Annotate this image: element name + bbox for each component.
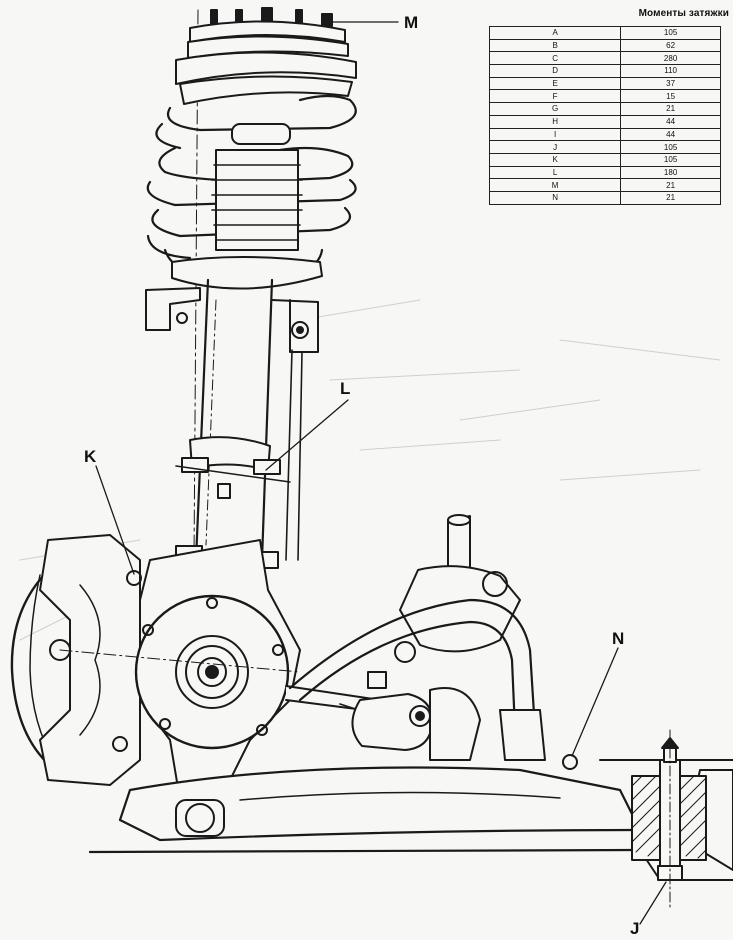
torque-value-cell: 62: [620, 38, 721, 53]
torque-value-cell: 180: [620, 165, 721, 180]
callout-j: J: [630, 919, 640, 938]
torque-letter-cell: L: [488, 165, 622, 180]
torque-letter-cell: F: [488, 89, 622, 104]
torque-value-cell: 21: [620, 102, 721, 116]
torque-value-cell: 21: [620, 178, 721, 192]
stabilizer-link: [285, 349, 303, 561]
torque-value-cell: 44: [620, 127, 721, 142]
torque-value-cell: 280: [620, 51, 721, 66]
stabilizer-bar: [288, 598, 546, 761]
mount-bolt-section: [631, 729, 707, 911]
leader-lines: [95, 21, 667, 925]
torque-letter-cell: C: [488, 51, 622, 66]
tie-rod-end: [351, 671, 434, 751]
callout-l: L: [340, 379, 351, 398]
torque-letter-cell: H: [488, 114, 622, 129]
torque-letter-cell: E: [488, 76, 622, 91]
torque-letter-cell: J: [488, 140, 622, 154]
callout-n: N: [612, 629, 625, 648]
callout-m: M: [404, 13, 419, 32]
torque-value-cell: 105: [620, 152, 721, 167]
brake-caliper: [39, 534, 142, 786]
strut-tube: [194, 278, 274, 562]
torque-table-title: Моменты затяжки: [638, 8, 729, 19]
steering-rack: [394, 514, 521, 761]
torque-value-cell: 110: [620, 64, 721, 78]
torque-letter-cell: K: [488, 152, 622, 167]
wheel-hub: [59, 594, 301, 750]
torque-letter-cell: G: [488, 102, 622, 116]
strut-top-mount: [175, 7, 357, 105]
torque-value-cell: 105: [620, 140, 721, 154]
torque-letter-cell: B: [488, 38, 622, 53]
lower-spring-seat: [171, 256, 323, 290]
torque-value-cell: 21: [620, 190, 721, 205]
lower-control-arm: [118, 754, 642, 842]
dust-boot: [211, 123, 303, 251]
torque-value-cell: 15: [620, 89, 721, 104]
torque-letter-cell: N: [488, 190, 622, 205]
torque-value-cell: 105: [620, 26, 721, 40]
torque-value-cell: 44: [620, 114, 721, 129]
torque-value-cell: 37: [620, 76, 721, 91]
torque-letter-cell: A: [488, 26, 622, 40]
callout-k: K: [84, 447, 97, 466]
torque-letter-cell: D: [488, 64, 622, 78]
torque-letter-cell: I: [488, 127, 622, 142]
hose-bracket: [145, 287, 319, 353]
torque-letter-cell: M: [488, 178, 622, 192]
